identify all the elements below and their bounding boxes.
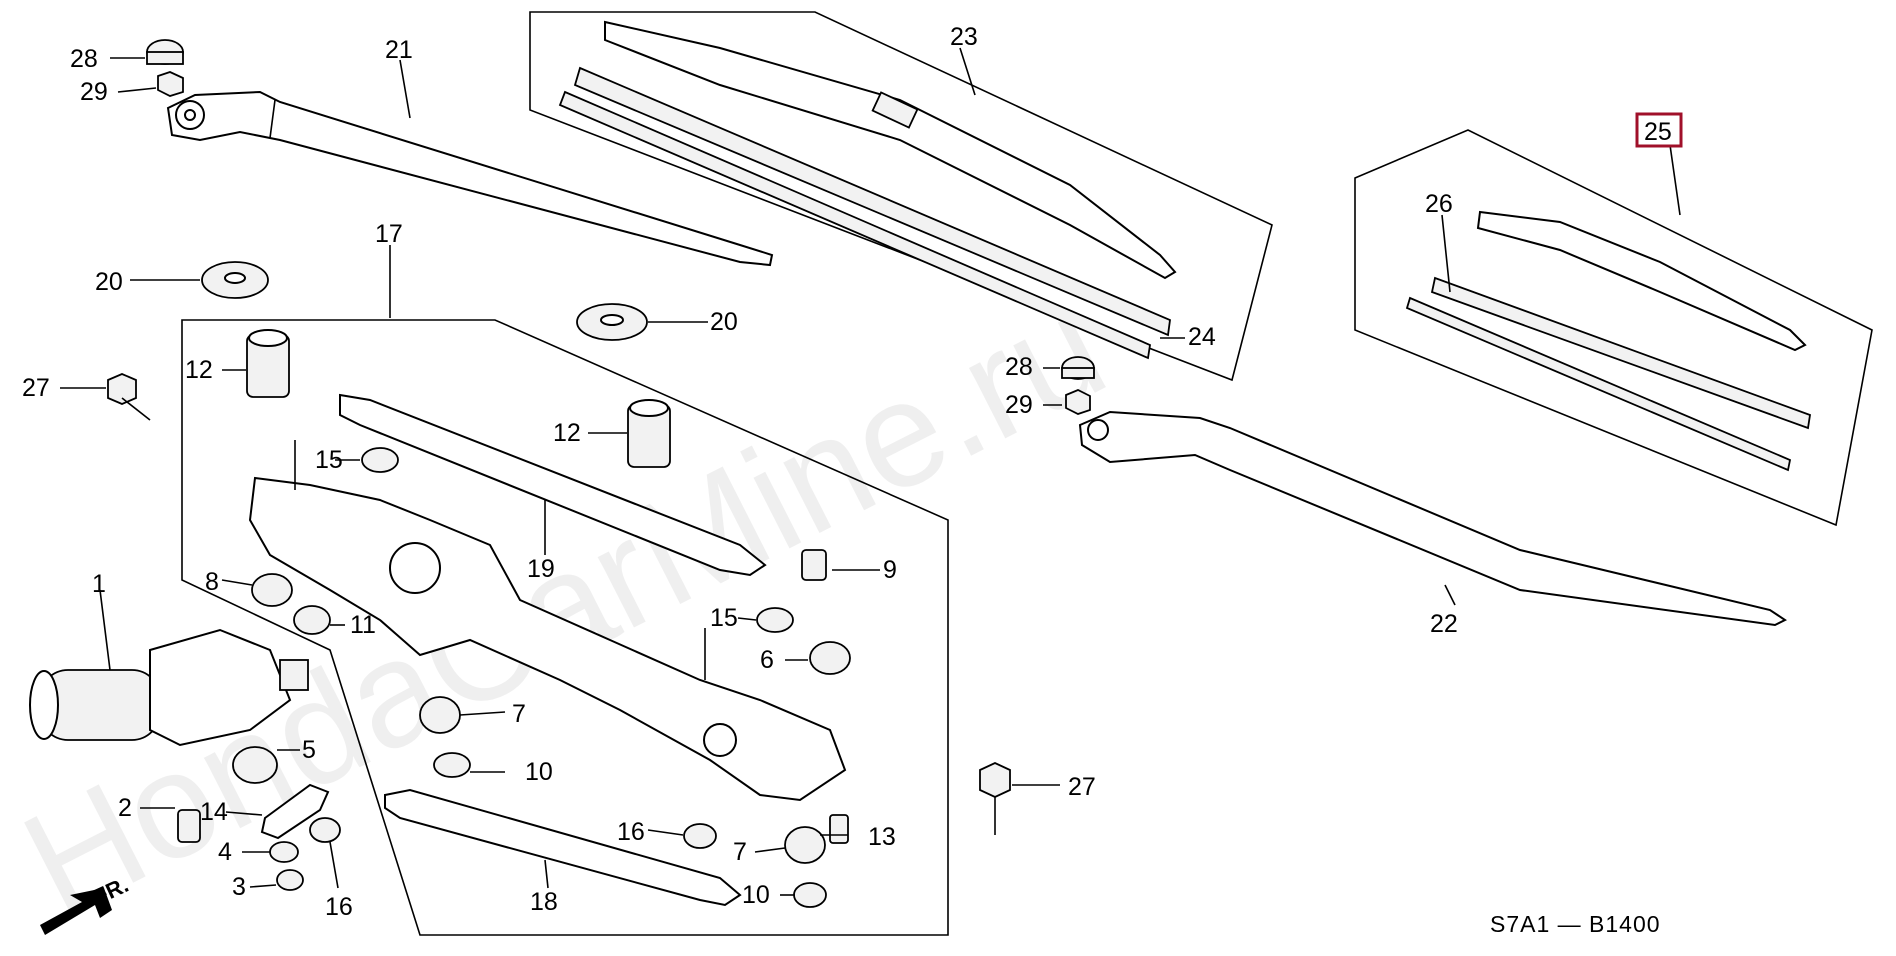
- link-rod-18: [384, 788, 742, 907]
- callout-13: 13: [868, 823, 896, 851]
- nut-15-left: [361, 447, 399, 473]
- wiper-arm-22: [1078, 410, 1787, 627]
- callout-26: 26: [1425, 190, 1453, 218]
- linkage-frame-17: [248, 440, 847, 802]
- callout-22: 22: [1430, 610, 1458, 638]
- callout-23: 23: [950, 23, 978, 51]
- callout-19: 19: [527, 555, 555, 583]
- callout-7: 7: [512, 700, 526, 728]
- collar-11: [293, 605, 331, 635]
- callout-28: 28: [1005, 353, 1033, 381]
- diagram-code: S7A1 — B1400: [1490, 911, 1661, 937]
- bushing-12-right: [627, 399, 671, 468]
- callout-16: 16: [325, 893, 353, 921]
- callout-3: 3: [232, 873, 246, 901]
- callout-21: 21: [385, 36, 413, 64]
- callout-9: 9: [883, 556, 897, 584]
- callout-2: 2: [118, 794, 132, 822]
- washer-4: [269, 841, 299, 863]
- callout-4: 4: [218, 838, 232, 866]
- callout-16: 16: [617, 818, 645, 846]
- clip-13: [829, 814, 849, 844]
- callout-10: 10: [742, 881, 770, 909]
- nut-29-left: [157, 71, 184, 97]
- callout-1: 1: [92, 570, 106, 598]
- nut-29-right: [1065, 389, 1091, 415]
- grommet-7-lower: [784, 826, 826, 864]
- wiper-blade-23: [558, 20, 1177, 360]
- cap-28-left: [146, 39, 184, 65]
- wiper-motor-1: [29, 628, 309, 747]
- callout-5: 5: [302, 736, 316, 764]
- callout-6: 6: [760, 646, 774, 674]
- nut-16-left: [309, 817, 341, 843]
- bolt-9: [801, 549, 827, 581]
- callout-29: 29: [1005, 391, 1033, 419]
- highlight-box-25: [1635, 112, 1683, 148]
- grommet-6: [809, 641, 851, 675]
- washer-20-left: [201, 261, 269, 299]
- callout-24: 24: [1188, 323, 1216, 351]
- nut-16-right: [683, 823, 717, 849]
- callout-20: 20: [710, 308, 738, 336]
- bolt-27-right: [979, 762, 1011, 835]
- nut-3: [276, 869, 304, 891]
- callout-29: 29: [80, 78, 108, 106]
- callout-12: 12: [185, 356, 213, 384]
- blade-group-outline-23: [529, 11, 1273, 382]
- bushing-12-left: [246, 329, 290, 398]
- leader-lines: [60, 47, 1681, 896]
- callout-28: 28: [70, 45, 98, 73]
- collar-10-upper: [433, 752, 471, 778]
- callout-labels: 28 29 21 23 25 26 20 20 17 24 28 29 27 1…: [22, 23, 1672, 921]
- linkage-group-outline-17: [181, 319, 949, 936]
- callout-15: 15: [710, 604, 738, 632]
- wiper-blade-25: [1405, 210, 1812, 472]
- callout-27: 27: [22, 374, 50, 402]
- cap-28-right: [1061, 356, 1095, 380]
- crank-14: [260, 783, 330, 840]
- callout-12: 12: [553, 419, 581, 447]
- washer-20-right: [576, 303, 648, 341]
- callout-8: 8: [205, 568, 219, 596]
- nut-15-right: [756, 607, 794, 633]
- bolt-2: [177, 809, 201, 843]
- link-rod-19: [339, 393, 767, 577]
- callout-17: 17: [375, 220, 403, 248]
- collar-10-lower: [793, 882, 827, 908]
- callout-25: 25: [1644, 118, 1672, 146]
- callout-14: 14: [200, 798, 228, 826]
- grommet-7-upper: [419, 696, 461, 734]
- callout-18: 18: [530, 888, 558, 916]
- callout-10: 10: [525, 758, 553, 786]
- callout-20: 20: [95, 268, 123, 296]
- callout-11: 11: [350, 611, 376, 639]
- wiper-arm-21: [166, 90, 774, 267]
- callout-7: 7: [733, 838, 747, 866]
- blade-group-outline-25: [1354, 129, 1873, 527]
- front-direction-arrow: [40, 888, 112, 935]
- grommet-8: [251, 573, 293, 607]
- grommet-5: [232, 746, 278, 784]
- bolt-27-left: [107, 373, 151, 421]
- callout-15: 15: [315, 446, 343, 474]
- callout-27: 27: [1068, 773, 1096, 801]
